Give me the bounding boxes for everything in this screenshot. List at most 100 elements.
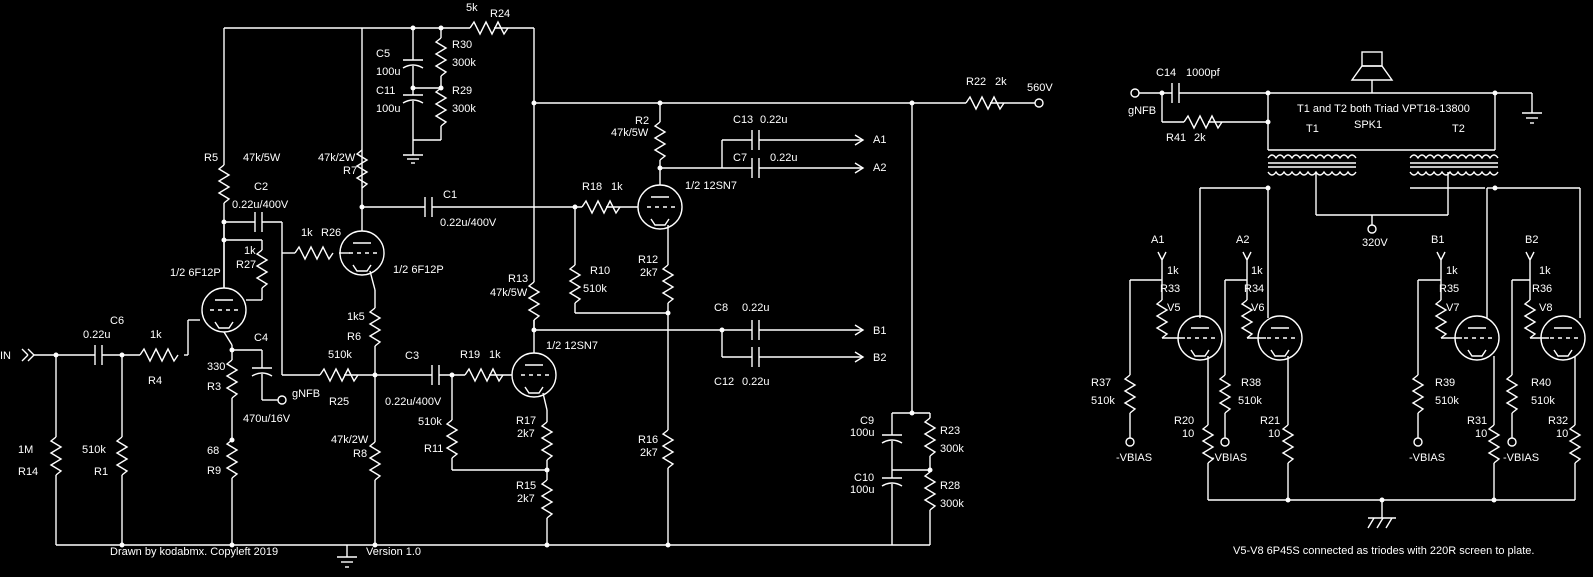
- label-r2-name: R2: [635, 115, 649, 127]
- label-r22-name: R22: [966, 76, 986, 88]
- label-r14-name: R14: [18, 466, 38, 478]
- label-c3-name: C3: [405, 350, 419, 362]
- label-r39-name: R39: [1435, 377, 1455, 389]
- label-a1-out: A1: [873, 134, 886, 146]
- label-r8-name: R8: [353, 448, 367, 460]
- label-r28-value: 300k: [940, 498, 964, 510]
- label-r4-value: 1k: [150, 329, 162, 341]
- label-r36-name: R36: [1532, 283, 1552, 295]
- label-gnfb: gNFB: [292, 388, 320, 400]
- label-r8-value: 47k/2W: [331, 434, 369, 446]
- label-c9-name: C9: [860, 415, 874, 427]
- label-r5-value: 47k/5W: [243, 152, 281, 164]
- label-c2-name: C2: [254, 181, 268, 193]
- label-r41-name: R41: [1166, 132, 1186, 144]
- label-c4-name: C4: [254, 332, 268, 344]
- label-r34-value: 1k: [1251, 265, 1263, 277]
- label-r33-value: 1k: [1167, 265, 1179, 277]
- label-pa-b2: B2: [1525, 234, 1538, 246]
- label-r23-name: R23: [940, 425, 960, 437]
- label-c7-value: 0.22u: [770, 152, 798, 164]
- label-r3-value: 330: [207, 361, 225, 373]
- label-r21-value: 10: [1268, 428, 1280, 440]
- label-c6-value: 0.22u: [83, 329, 111, 341]
- junction-dots: [53, 25, 1498, 548]
- label-c1-name: C1: [443, 189, 457, 201]
- label-pa-a2: A2: [1236, 234, 1249, 246]
- label-gnfb-2: gNFB: [1128, 105, 1156, 117]
- label-v7: V7: [1446, 302, 1459, 314]
- label-v3: 1/2 12SN7: [546, 340, 598, 352]
- label-r7-value: 47k/2W: [318, 152, 356, 164]
- label-r41-value: 2k: [1194, 132, 1206, 144]
- label-r26-name: R26: [321, 227, 341, 239]
- label-r13-value: 47k/5W: [490, 287, 528, 299]
- label-r12-name: R12: [638, 254, 658, 266]
- label-r23-value: 300k: [940, 443, 964, 455]
- label-r10-name: R10: [590, 265, 610, 277]
- label-r31-value: 10: [1475, 428, 1487, 440]
- label-c5-value: 100u: [376, 66, 400, 78]
- label-r6-value: 1k5: [347, 311, 365, 323]
- label-r38-name: R38: [1241, 377, 1261, 389]
- label-v8: V8: [1539, 302, 1552, 314]
- label-transformer-note: T1 and T2 both Triad VPT18-13800: [1297, 103, 1470, 115]
- label-version: Version 1.0: [366, 546, 421, 558]
- label-c13-name: C13: [733, 114, 753, 126]
- label-c7-name: C7: [733, 152, 747, 164]
- label-r31-name: R31: [1467, 415, 1487, 427]
- label-r1-value: 510k: [82, 444, 106, 456]
- label-vbias-4: -VBIAS: [1503, 452, 1539, 464]
- label-r30-name: R30: [452, 39, 472, 51]
- label-c11-value: 100u: [376, 103, 400, 115]
- label-r22-value: 2k: [995, 76, 1007, 88]
- label-r34-name: R34: [1244, 283, 1264, 295]
- label-v2: 1/2 6F12P: [393, 264, 444, 276]
- label-r25-value: 510k: [328, 349, 352, 361]
- label-r11-value: 510k: [418, 416, 442, 428]
- label-r24-value: 5k: [466, 2, 478, 14]
- label-vbias-1: -VBIAS: [1116, 452, 1152, 464]
- label-r5-name: R5: [204, 152, 218, 164]
- label-r19-value: 1k: [489, 349, 501, 361]
- wires: [21, 20, 1586, 568]
- label-r28-name: R28: [940, 480, 960, 492]
- label-r38-value: 510k: [1238, 395, 1262, 407]
- label-r13-name: R13: [508, 273, 528, 285]
- label-c10-value: 100u: [850, 484, 874, 496]
- label-b2-out: B2: [873, 352, 886, 364]
- label-pa-a1: A1: [1151, 234, 1164, 246]
- label-r30-value: 300k: [452, 57, 476, 69]
- label-r16-value: 2k7: [640, 447, 658, 459]
- label-r18-name: R18: [582, 181, 602, 193]
- label-in: IN: [0, 350, 11, 362]
- label-c3-value: 0.22u/400V: [385, 396, 442, 408]
- label-r6-name: R6: [347, 331, 361, 343]
- label-r40-name: R40: [1531, 377, 1551, 389]
- label-c4-value: 470u/16V: [243, 413, 291, 425]
- label-r27-value: 1k: [244, 245, 256, 257]
- label-v1: 1/2 6F12P: [170, 267, 221, 279]
- label-c10-name: C10: [854, 472, 874, 484]
- label-r3-name: R3: [207, 381, 221, 393]
- label-r1-name: R1: [94, 466, 108, 478]
- label-r11-name: R11: [424, 443, 443, 455]
- label-r35-name: R35: [1439, 283, 1459, 295]
- label-c5-name: C5: [376, 48, 390, 60]
- label-r36-value: 1k: [1539, 265, 1551, 277]
- label-r26-value: 1k: [301, 227, 313, 239]
- label-r12-value: 2k7: [640, 267, 658, 279]
- label-r37-name: R37: [1091, 377, 1111, 389]
- label-v5: V5: [1167, 302, 1180, 314]
- label-pa-b1: B1: [1431, 234, 1444, 246]
- label-r18-value: 1k: [611, 181, 623, 193]
- label-r24-name: R24: [490, 8, 510, 20]
- label-footnote: V5-V8 6P45S connected as triodes with 22…: [1233, 545, 1534, 557]
- label-r21-name: R21: [1260, 415, 1280, 427]
- label-r35-value: 1k: [1446, 265, 1458, 277]
- label-t2: T2: [1452, 123, 1465, 135]
- label-vbias-3: -VBIAS: [1409, 452, 1445, 464]
- label-r37-value: 510k: [1091, 395, 1115, 407]
- label-320v: 320V: [1362, 237, 1388, 249]
- label-r39-value: 510k: [1435, 395, 1459, 407]
